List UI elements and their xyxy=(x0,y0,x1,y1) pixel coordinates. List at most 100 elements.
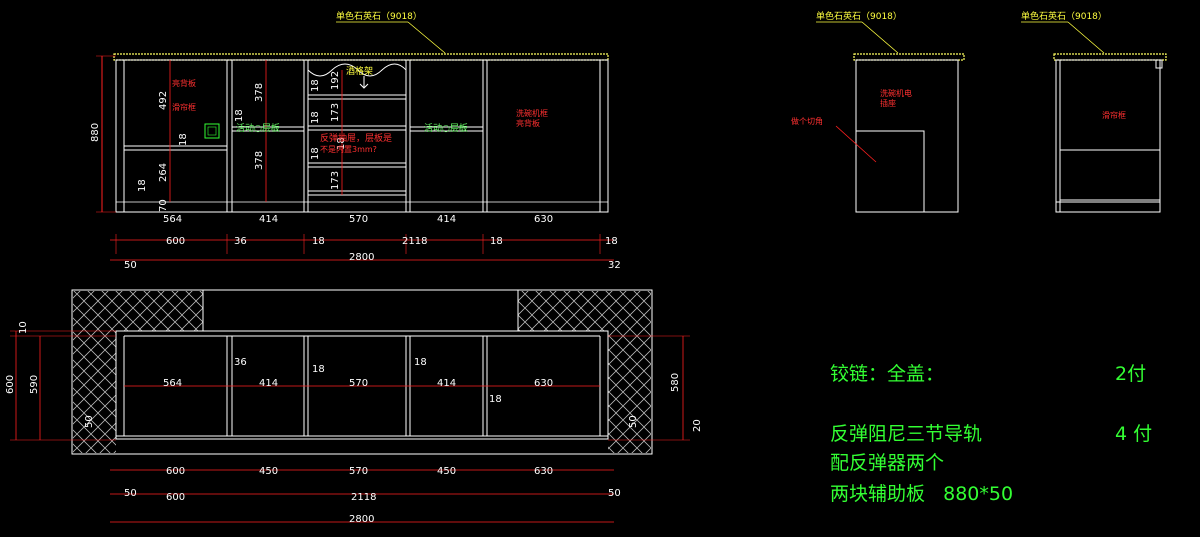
bay3-dim-18d: 18 xyxy=(336,137,347,150)
side-left-countertop-label: 单色石英石（9018） xyxy=(816,10,902,22)
front-bay-width-4: 414 xyxy=(437,214,456,225)
front-dimrow1-18a: 18 xyxy=(312,236,325,247)
plan-row1-450: 450 xyxy=(259,466,278,477)
note-4-text: 两块辅助板 880*50 xyxy=(830,483,1013,505)
side-right-back-notch xyxy=(1155,59,1163,69)
front-bay-width-3: 570 xyxy=(349,214,368,225)
front-countertop-leader xyxy=(407,21,446,54)
side-right-body xyxy=(1055,59,1161,213)
front-countertop-label: 单色石英石（9018） xyxy=(336,10,422,22)
note-1-qty: 2付 xyxy=(1115,363,1146,385)
side-right-drawer xyxy=(1059,149,1161,201)
plan-view: 10 600 590 580 20 564 36 414 18 570 18 4… xyxy=(5,289,703,525)
bay1-sublabel: 滑帘框 xyxy=(172,102,196,112)
side-left-body xyxy=(855,59,959,213)
bay3-note-1: 反弹抽屉，层板是 xyxy=(320,132,392,144)
bay3-dim-173b: 173 xyxy=(330,171,341,190)
bay1-dim-492: 492 xyxy=(158,91,169,110)
bay2-dim-378: 378 xyxy=(254,83,265,102)
plan-row2-50a: 50 xyxy=(124,488,137,499)
bay3-dim-192: 192 xyxy=(330,71,341,90)
note-2-qty: 4 付 xyxy=(1115,423,1152,445)
plan-inner-570: 570 xyxy=(349,378,368,389)
bay1-socket-inner xyxy=(207,126,217,136)
side-left-cut-label: 做个切角 xyxy=(791,116,823,126)
note-3-text: 配反弹器两个 xyxy=(830,452,944,474)
bay2-dim-18: 18 xyxy=(234,109,245,122)
plan-row2-600: 600 xyxy=(166,492,185,503)
wine-rack-wave xyxy=(307,63,407,77)
bay1-dim-264: 264 xyxy=(158,163,169,182)
plan-end-50-right: 50 xyxy=(628,415,639,428)
plan-total-2800: 2800 xyxy=(349,514,374,525)
plan-dim-10: 10 xyxy=(18,321,29,334)
wine-rack-label: 酒格架 xyxy=(346,65,373,77)
front-bay-width-5: 630 xyxy=(534,214,553,225)
side-right-countertop xyxy=(1053,53,1167,61)
side-right-label: 滑帘框 xyxy=(1102,110,1126,120)
side-view-right: 单色石英石（9018） 滑帘框 xyxy=(1021,10,1167,213)
bay3-dim-18c: 18 xyxy=(310,147,321,160)
plan-dim-20: 20 xyxy=(692,419,703,432)
front-elevation: 单色石英石（9018） xyxy=(90,10,621,271)
bay1-label: 亮背板 xyxy=(172,78,196,88)
side-left-label-2: 插座 xyxy=(880,98,896,108)
bay2-shelf-label: 活动○层板 xyxy=(236,122,280,134)
bay3-dim-18a: 18 xyxy=(310,79,321,92)
front-dimrow2-32: 32 xyxy=(608,260,621,271)
bay5-label-1: 洗碗机框 xyxy=(516,108,548,118)
plan-row1-600: 600 xyxy=(166,466,185,477)
side-left-countertop xyxy=(853,53,965,61)
plan-inner-414: 414 xyxy=(259,378,278,389)
side-left-label-1: 洗碗机电 xyxy=(880,88,912,98)
plan-row1-570: 570 xyxy=(349,466,368,477)
front-countertop xyxy=(113,53,609,61)
plan-dim-580: 580 xyxy=(670,373,681,392)
plan-hatch-right-side xyxy=(608,331,651,453)
plan-inner-414b: 414 xyxy=(437,378,456,389)
side-right-leader xyxy=(1067,21,1105,54)
bay3-dim-18b: 18 xyxy=(310,111,321,124)
plan-hatch-right xyxy=(518,291,651,331)
side-right-countertop-label: 单色石英石（9018） xyxy=(1021,10,1107,22)
front-dimrow1-18b: 18 xyxy=(490,236,503,247)
front-bay-width-1: 564 xyxy=(163,214,182,225)
wine-rack-arrow xyxy=(359,76,369,89)
plan-inner-36: 36 xyxy=(234,357,247,368)
bay1-dim-18b: 18 xyxy=(137,179,148,192)
front-dimrow1-18c: 18 xyxy=(605,236,618,247)
plan-cabinet-body xyxy=(115,330,609,440)
bay1-socket xyxy=(204,123,220,139)
front-dimrow1-2118: 2118 xyxy=(402,236,427,247)
front-dimrow1-600: 600 xyxy=(166,236,185,247)
plan-inner-18a: 18 xyxy=(312,364,325,375)
side-left-dishwasher-box xyxy=(855,130,925,213)
side-left-leader xyxy=(861,21,899,54)
front-cabinet-body xyxy=(115,59,609,213)
plan-row2-2118: 2118 xyxy=(351,492,376,503)
side-view-left: 单色石英石（9018） 洗碗机电 插座 做个切角 xyxy=(791,10,965,213)
plan-inner-18b: 18 xyxy=(414,357,427,368)
hardware-notes: 铰链：全盖： 2付 反弹阻尼三节导轨 4 付 配反弹器两个 两块辅助板 880*… xyxy=(830,363,1152,505)
front-bay-width-2: 414 xyxy=(259,214,278,225)
bay2-dim-378b: 378 xyxy=(254,151,265,170)
plan-inner-564: 564 xyxy=(163,378,182,389)
plan-inner-630: 630 xyxy=(534,378,553,389)
bay3-note-2: 不是内置3mm? xyxy=(320,144,377,154)
note-1-text: 铰链：全盖： xyxy=(830,363,944,385)
bay1-dim-70: 70 xyxy=(158,199,169,212)
front-dimrow2-2800: 2800 xyxy=(349,252,374,263)
plan-dim-590: 590 xyxy=(29,375,40,394)
plan-dim-600: 600 xyxy=(5,375,16,394)
plan-wall-opening xyxy=(202,289,519,332)
bay1-dim-18: 18 xyxy=(178,133,189,146)
plan-hatch-left xyxy=(73,291,203,331)
bay3-dim-173: 173 xyxy=(330,103,341,122)
bay4-shelf-label: 活动○层板 xyxy=(424,122,468,134)
plan-hatch-left-side xyxy=(73,331,116,453)
plan-inner-18c: 18 xyxy=(489,394,502,405)
front-height-880: 880 xyxy=(90,123,101,142)
bay5-label-2: 亮背板 xyxy=(516,118,540,128)
plan-row1-450b: 450 xyxy=(437,466,456,477)
